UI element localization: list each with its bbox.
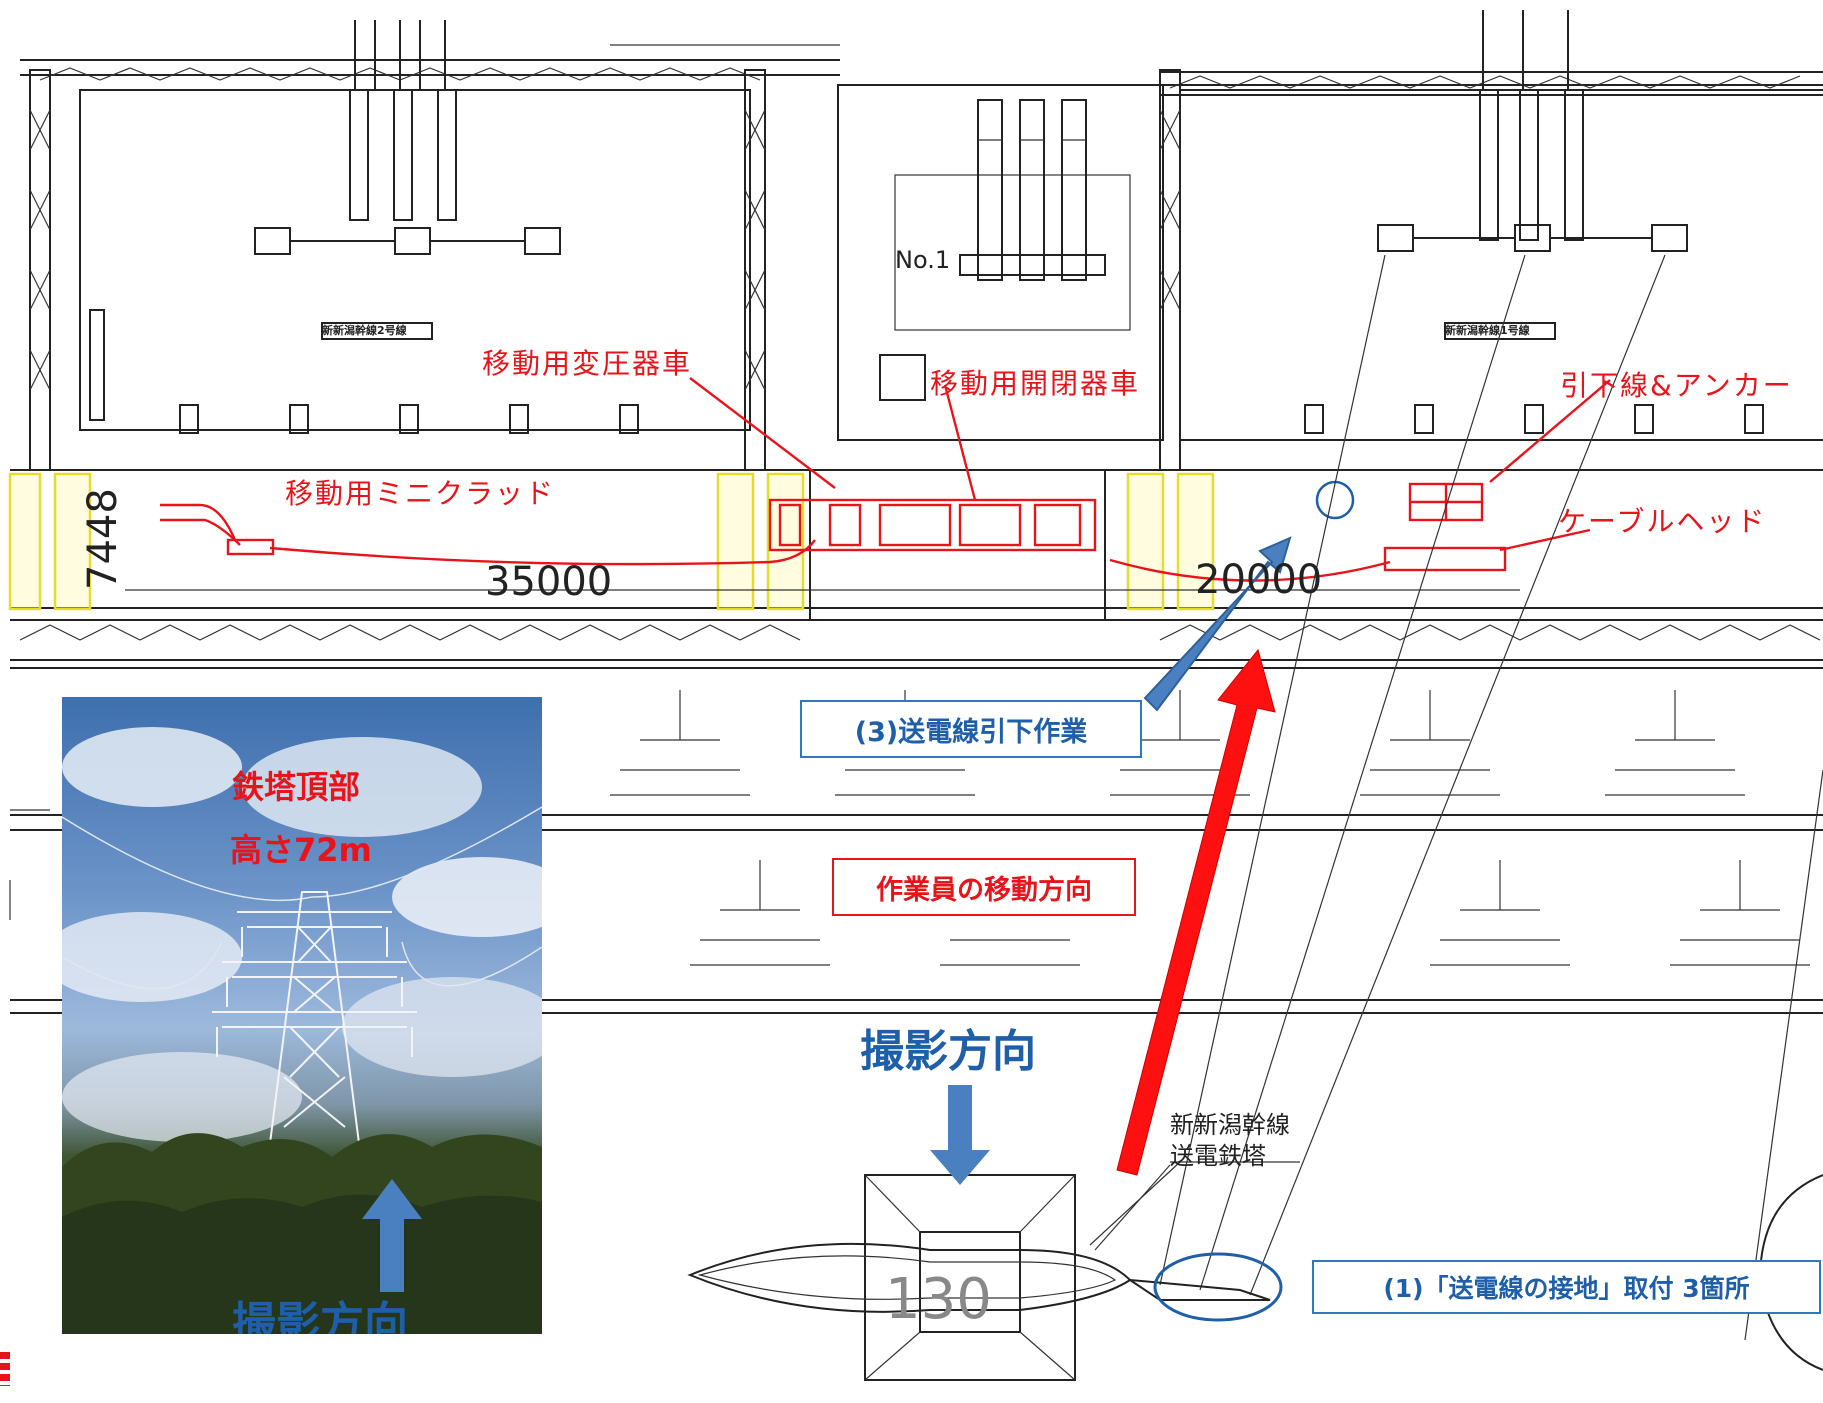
mobile-equipment-drawing (160, 377, 1611, 582)
grounding-point-marker (1315, 480, 1355, 520)
label-mobile-mini-clad: 移動用ミニクラッド (285, 477, 556, 510)
label-tower-name-1: 新新潟幹線 (1170, 1111, 1290, 1139)
label-panel-left: 新新潟幹線2号線 (322, 324, 407, 337)
transmission-tower-plan (687, 1161, 1300, 1381)
label-downlead-anchor: 引下線&アンカー (1560, 369, 1793, 402)
grounding-area-ellipse (1153, 1252, 1283, 1322)
tower-illustration (62, 727, 542, 1334)
label-tower-name-2: 送電鉄塔 (1170, 1142, 1266, 1170)
photo-label-tower-top: 鉄塔頂部 (232, 768, 361, 806)
label-cable-head: ケーブルヘッド (1558, 505, 1767, 538)
tower-label-leader (1094, 1164, 1171, 1251)
dimension-height: 7448 (80, 488, 126, 590)
callout-step3: (3)送電線引下作業 (800, 700, 1142, 758)
center-bay-structure (837, 84, 1164, 441)
dimension-span-right: 20000 (1195, 557, 1323, 603)
photo-label-shooting-direction: 撮影方向 (232, 1298, 408, 1334)
label-panel-right: 新新潟幹線1号線 (1445, 324, 1530, 337)
transmission-lines (1159, 254, 1823, 1341)
structure-top-frame (20, 44, 1823, 96)
tower-number: 130 (885, 1267, 992, 1332)
shooting-direction-arrow (930, 1085, 990, 1185)
label-mobile-transformer: 移動用変圧器車 (482, 347, 693, 380)
callout-worker-direction: 作業員の移動方向 (832, 858, 1136, 916)
access-road (10, 469, 1823, 669)
dimension-span-left: 35000 (485, 559, 613, 605)
right-bay-structure (1159, 10, 1823, 471)
label-mobile-switchgear: 移動用開閉器車 (930, 367, 1141, 400)
label-equipment-no: No.1 (895, 246, 951, 274)
left-bay-structure (29, 20, 766, 471)
photo-label-height: 高さ72m (230, 831, 372, 869)
step3-arrow (1143, 536, 1292, 712)
tower-photo: 鉄塔頂部 高さ72m 撮影方向 (62, 697, 542, 1334)
worker-direction-arrow (1116, 648, 1276, 1176)
edge-mark (0, 1352, 10, 1386)
label-shooting-direction: 撮影方向 (860, 1026, 1036, 1077)
callout-step1: (1)「送電線の接地」取付 3箇所 (1312, 1260, 1821, 1314)
highlight-zones (8, 472, 1215, 611)
